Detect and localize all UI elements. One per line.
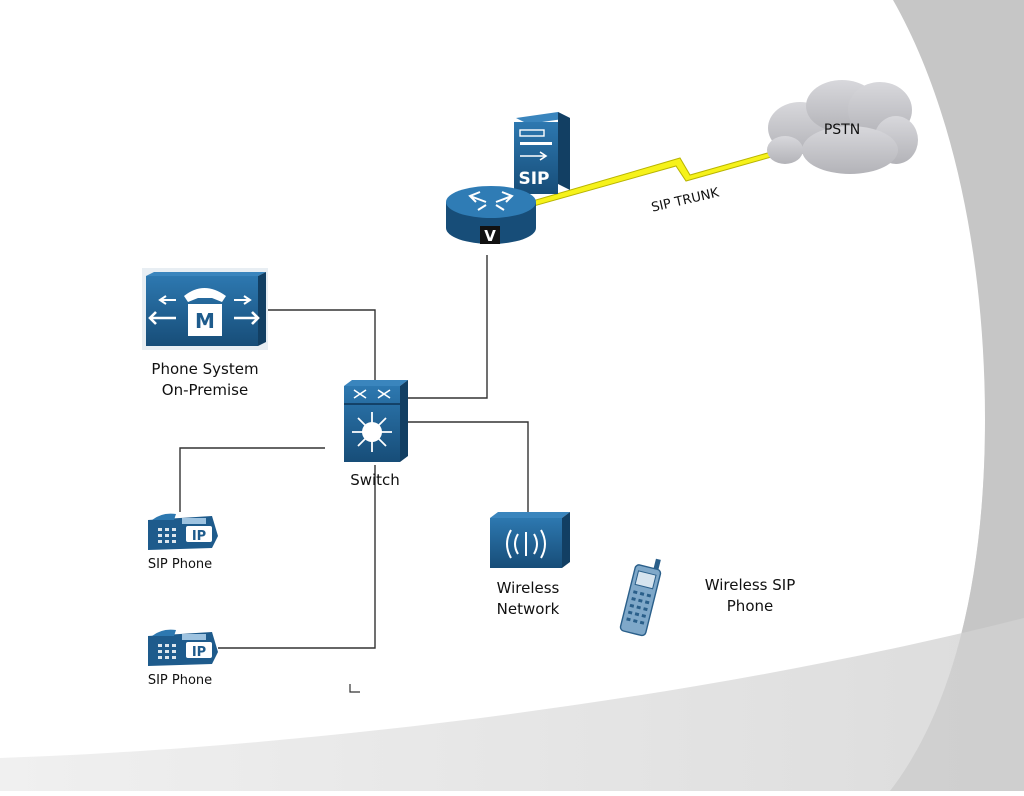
cloud-icon — [767, 80, 918, 174]
wireless-network-label-line1: Wireless — [497, 579, 560, 597]
sip-phone-1-badge: IP — [192, 529, 206, 544]
phone-system-label-line1: Phone System — [151, 360, 258, 378]
ip-phone-icon: IP — [148, 513, 218, 550]
switch-label: Switch — [350, 471, 400, 489]
link-router-switch — [408, 255, 488, 399]
wireless-access-point-icon — [490, 512, 570, 568]
voice-router-icon: V — [446, 186, 536, 245]
link-switch-sip-phone-2 — [218, 465, 376, 649]
layer3-switch-icon — [344, 380, 408, 462]
connection-lines — [179, 255, 529, 649]
phone-system: M Phone System On-Premise — [142, 268, 268, 399]
link-switch-wireless — [408, 421, 529, 514]
wireless-network-label-line2: Network — [497, 600, 560, 618]
sip-phone-1-label: SIP Phone — [148, 557, 212, 572]
wireless-sip-phone: Wireless SIP Phone — [619, 558, 796, 637]
sip-phone-2-label: SIP Phone — [148, 673, 212, 688]
wireless-sip-phone-label-line2: Phone — [727, 597, 773, 615]
sip-phone-1: IP SIP Phone — [148, 513, 218, 572]
wireless-sip-phone-label-line1: Wireless SIP — [705, 576, 796, 594]
pstn-label: PSTN — [824, 122, 860, 138]
sip-server-icon: SIP — [514, 112, 570, 194]
ip-phone-icon: IP — [148, 629, 218, 666]
sip-trunk-label: SIP TRUNK — [650, 185, 721, 215]
pstn-cloud: PSTN — [767, 80, 918, 174]
call-manager-icon: M — [142, 268, 268, 350]
sip-phone-2: IP SIP Phone — [148, 629, 218, 688]
sip-server: SIP — [514, 112, 570, 194]
voice-router-badge: V — [484, 227, 496, 245]
switch: Switch — [344, 380, 408, 489]
sip-server-label: SIP — [518, 169, 549, 189]
voice-router: V — [446, 186, 536, 245]
phone-system-badge: M — [195, 309, 215, 333]
corner-mark — [349, 684, 360, 693]
phone-system-label-line2: On-Premise — [162, 381, 248, 399]
link-switch-sip-phone-1 — [179, 447, 325, 512]
sip-phone-2-badge: IP — [192, 645, 206, 660]
wireless-phone-icon — [619, 558, 662, 637]
wireless-network: Wireless Network — [490, 512, 570, 618]
link-phone-system-switch — [268, 309, 376, 382]
